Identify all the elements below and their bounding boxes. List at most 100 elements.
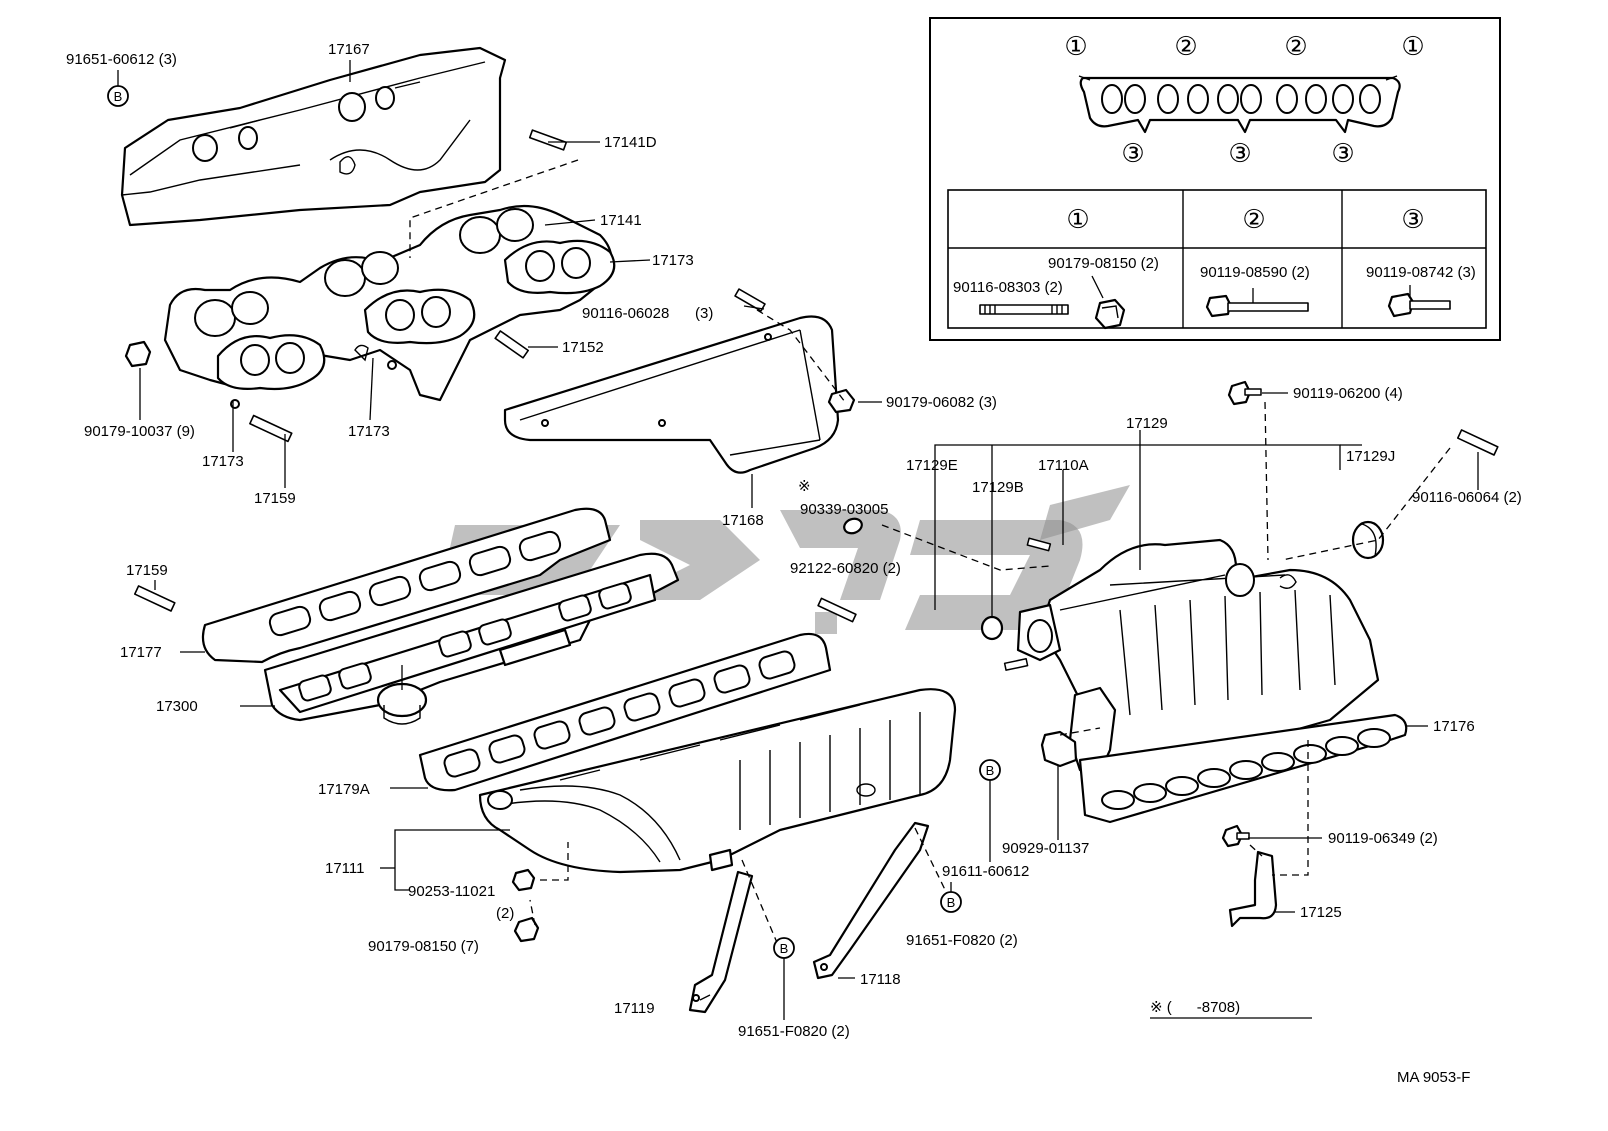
svg-text:②: ② <box>1174 31 1197 61</box>
short-bolt-icon <box>1387 285 1451 318</box>
label-note-mark: ※ <box>798 478 811 495</box>
label-17177: 17177 <box>120 644 162 661</box>
label-91651-F0820-a: 91651-F0820 (2) <box>906 932 1018 949</box>
label-17129: 17129 <box>1126 415 1168 432</box>
bracket-17119 <box>688 870 754 1014</box>
table-part-90116-08303: 90116-08303 (2) <box>953 279 1063 296</box>
label-90253-11021: 90253-11021 <box>408 883 495 900</box>
label-17111: 17111 <box>325 860 365 877</box>
label-90116-06028: 90116-06028 <box>582 305 669 322</box>
label-17176: 17176 <box>1433 718 1475 735</box>
inset-marker-bottom-1: ③ <box>1121 138 1144 168</box>
label-17173-c: 17173 <box>348 423 390 440</box>
svg-text:B: B <box>986 763 995 778</box>
bolt-90119-06200 <box>1227 380 1262 406</box>
nut-90179-10037 <box>124 340 152 368</box>
label-90179-06082: 90179-06082 (3) <box>886 394 997 411</box>
stud-90116-06028 <box>734 288 766 312</box>
marker-b-bracket-17119: B <box>773 937 795 959</box>
svg-text:①: ① <box>1064 31 1087 61</box>
table-part-90179-08150: 90179-08150 (2) <box>1048 255 1159 272</box>
bolt-90119-06349 <box>1221 824 1250 848</box>
stud-92122-60820 <box>817 597 857 623</box>
label-17129J: 17129J <box>1346 448 1395 465</box>
label-90179-10037: 90179-10037 (9) <box>84 423 195 440</box>
label-17168: 17168 <box>722 512 764 529</box>
label-90339-03005: 90339-03005 <box>800 501 888 518</box>
label-92122-60820: 92122-60820 (2) <box>790 560 901 577</box>
table-header-2: ② <box>1242 204 1265 234</box>
label-90116-06064: 90116-06064 (2) <box>1412 489 1522 506</box>
marker-b-bracket-17118: B <box>940 891 962 913</box>
fastener-table: ① ② ③ 90179-08150 (2) 90116-08303 (2) 90… <box>947 189 1487 330</box>
marker-b-91611: B <box>979 759 1001 781</box>
intake-plenum-17129 <box>1016 538 1380 774</box>
label-91651-F0820-b: 91651-F0820 (2) <box>738 1023 850 1040</box>
label-90119-06200: 90119-06200 (4) <box>1293 385 1403 402</box>
marker-b-top: B <box>107 85 129 107</box>
label-17125: 17125 <box>1300 904 1342 921</box>
inset-box: ① ② ② ① ③ ③ ③ ① ② ③ 90179-08150 (2) 9011… <box>929 17 1501 341</box>
nut-90179-06082 <box>827 388 856 414</box>
intake-manifold-17300 <box>263 552 680 725</box>
label-91611-60612: 91611-60612 <box>942 863 1029 880</box>
label-17159-b: 17159 <box>126 562 168 579</box>
svg-text:B: B <box>947 895 956 910</box>
table-header-1: ① <box>1066 204 1089 234</box>
svg-text:B: B <box>114 89 123 104</box>
heat-insulator-17168 <box>503 315 840 474</box>
intake-manifold-17111 <box>478 688 957 874</box>
heat-insulator-17167 <box>120 46 507 227</box>
label-17118: 17118 <box>860 971 901 988</box>
nut-90253-11021 <box>511 868 536 892</box>
part-labels: 91651-60612 (3) 17167 17141D 17141 17173… <box>66 41 1522 1086</box>
label-17110A: 17110A <box>1038 457 1089 474</box>
stud-17159-lower <box>133 585 176 612</box>
label-17167: 17167 <box>328 41 370 58</box>
inset-marker-top-4: ① <box>1401 31 1424 61</box>
doc-code: MA 9053-F <box>1397 1069 1470 1086</box>
nut-90179-08150 <box>513 916 540 943</box>
inset-marker-top-3: ② <box>1284 31 1307 61</box>
gasket-17179A <box>418 632 832 792</box>
label-17179A: 17179A <box>318 781 370 798</box>
stud-17110A <box>1026 537 1052 552</box>
label-17152: 17152 <box>562 339 604 356</box>
label-17173-a: 17173 <box>652 252 694 269</box>
inset-marker-top-2: ② <box>1174 31 1197 61</box>
label-90179-08150: 90179-08150 (7) <box>368 938 479 955</box>
inset-marker-top-1: ① <box>1064 31 1087 61</box>
bracket-17125 <box>1228 850 1278 928</box>
long-bolt-icon <box>1205 288 1309 318</box>
label-17141D: 17141D <box>604 134 657 151</box>
svg-text:①: ① <box>1401 31 1424 61</box>
exhaust-manifold-17141 <box>163 204 616 409</box>
table-header-3: ③ <box>1401 204 1424 234</box>
label-17300: 17300 <box>156 698 198 715</box>
label-17141: 17141 <box>600 212 642 229</box>
inset-marker-bottom-2: ③ <box>1228 138 1251 168</box>
svg-text:②: ② <box>1284 31 1307 61</box>
label-90929-01137: 90929-01137 <box>1002 840 1089 857</box>
label-90253-qty: (2) <box>496 905 514 922</box>
bolt-throttle-side <box>1003 658 1029 671</box>
stud-17141D <box>528 129 568 151</box>
plug-90339-03005 <box>843 517 863 535</box>
cap-17129B <box>980 615 1004 641</box>
gasket-17177 <box>201 507 612 664</box>
label-17173-b: 17173 <box>202 453 244 470</box>
label-17129B: 17129B <box>972 479 1024 496</box>
label-17159-a: 17159 <box>254 490 296 507</box>
alignment-lines <box>409 159 1451 946</box>
bracket-17118 <box>812 821 930 980</box>
table-part-90119-08590: 90119-08590 (2) <box>1200 264 1310 281</box>
clamp-90929-01137 <box>1040 730 1078 768</box>
label-90116-06028-qty: (3) <box>695 305 713 322</box>
stud-bolt-icon <box>979 304 1069 315</box>
table-part-90119-08742: 90119-08742 (3) <box>1366 264 1476 281</box>
label-91651-60612: 91651-60612 (3) <box>66 51 177 68</box>
flange-nut-icon <box>1091 275 1126 330</box>
stud-90116-06064 <box>1456 429 1499 456</box>
